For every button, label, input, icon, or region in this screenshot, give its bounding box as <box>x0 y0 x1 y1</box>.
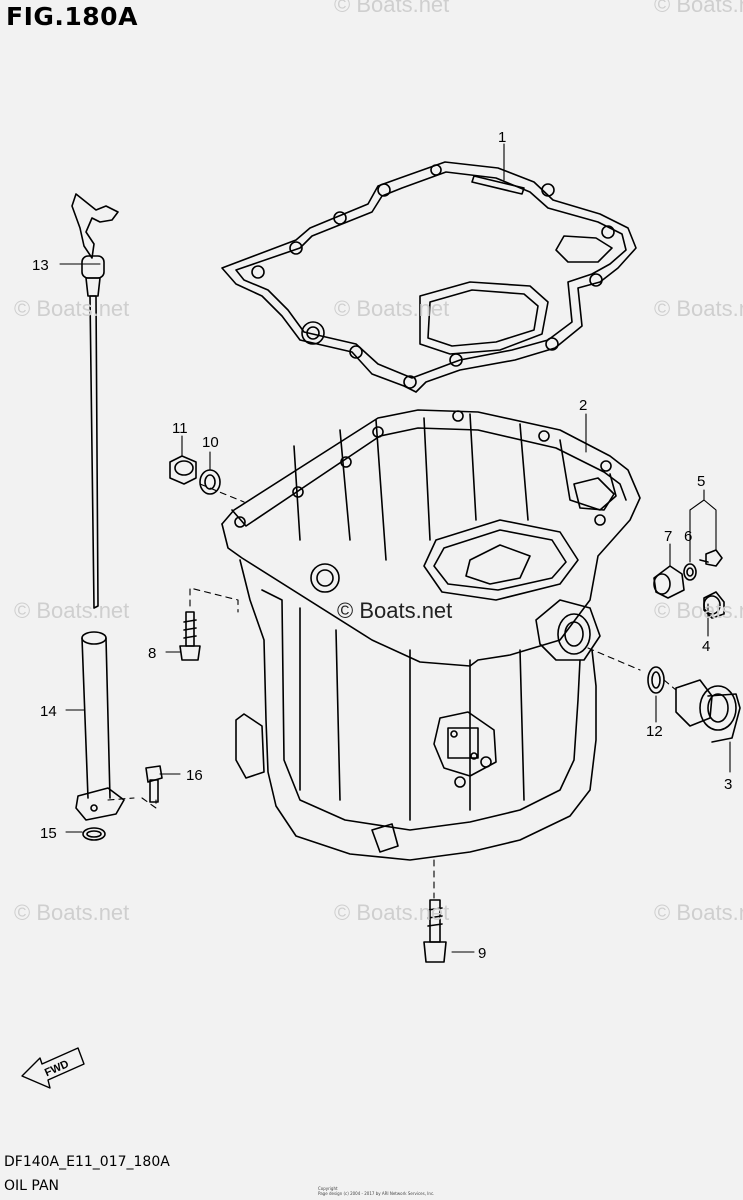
copyright-line: Copyright <box>318 1186 338 1191</box>
bolt-part-16[interactable] <box>145 765 163 803</box>
watermark: © Boats.net <box>654 900 743 925</box>
watermark: © Boats.net <box>334 0 450 17</box>
part-number-2[interactable]: 2 <box>579 397 587 414</box>
part-number-6[interactable]: 6 <box>684 528 692 545</box>
copyright-line: Page design (c) 2004 - 2017 by ARI Netwo… <box>318 1191 435 1196</box>
drain-plug-part-3[interactable] <box>675 679 741 743</box>
bolt-part-8[interactable] <box>179 611 201 661</box>
part-number-8[interactable]: 8 <box>148 645 156 662</box>
watermark: © Boats.net <box>334 296 450 321</box>
part-number-5[interactable]: 5 <box>697 473 705 490</box>
sensor-part-7[interactable] <box>653 565 685 599</box>
part-number-4[interactable]: 4 <box>702 638 710 655</box>
part-number-15[interactable]: 15 <box>40 825 57 842</box>
dipstick-part[interactable] <box>71 193 119 609</box>
washer-part-10[interactable] <box>199 469 221 495</box>
watermark: © Boats.net <box>654 296 743 321</box>
part-number-16[interactable]: 16 <box>186 767 203 784</box>
leader-lines <box>59 143 731 953</box>
part-number-11[interactable]: 11 <box>172 420 188 437</box>
part-number-7[interactable]: 7 <box>664 528 672 545</box>
part-number-3[interactable]: 3 <box>724 776 732 793</box>
part-number-1[interactable]: 1 <box>498 129 506 146</box>
watermark: © Boats.net <box>14 296 130 321</box>
o-ring-part-15[interactable] <box>82 827 106 841</box>
bolt-part-9[interactable] <box>423 899 447 963</box>
part-number-12[interactable]: 12 <box>646 723 663 740</box>
watermark: © Boats.net <box>14 598 130 623</box>
watermark: © Boats.net <box>334 900 450 925</box>
part-number-14[interactable]: 14 <box>40 703 57 720</box>
diagram-caption: OIL PAN <box>4 1178 59 1194</box>
part-number-13[interactable]: 13 <box>32 257 49 274</box>
gasket-part[interactable] <box>221 161 637 393</box>
bolt-part-5[interactable] <box>699 549 723 567</box>
o-ring-part-12[interactable] <box>647 666 665 694</box>
watermark: © Boats.net <box>654 0 743 17</box>
diagram-code: DF140A_E11_017_180A <box>4 1154 170 1170</box>
part-number-9[interactable]: 9 <box>478 945 486 962</box>
oil-pan-part[interactable] <box>221 409 641 861</box>
guide-tube-part[interactable] <box>75 631 125 821</box>
copyright-notice: Copyright Page design (c) 2004 - 2017 by… <box>318 1186 434 1196</box>
part-number-10[interactable]: 10 <box>202 434 219 451</box>
o-ring-part-6[interactable] <box>683 563 697 581</box>
dashed-assembly-lines <box>107 483 677 899</box>
cap-part-4[interactable] <box>703 591 725 619</box>
center-watermark: © Boats.net <box>337 598 453 623</box>
watermark: © Boats.net <box>654 598 743 623</box>
fwd-arrow-icon <box>21 1047 85 1089</box>
figure-title: FIG.180A <box>6 2 138 31</box>
plug-part-11[interactable] <box>169 455 197 485</box>
watermark: © Boats.net <box>14 900 130 925</box>
